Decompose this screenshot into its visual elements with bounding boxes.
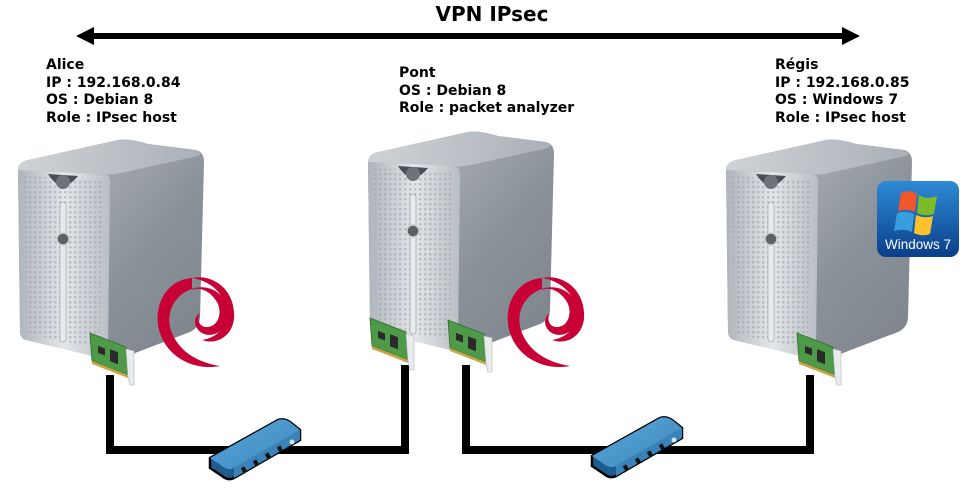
alice-role: Role : IPsec host <box>46 109 177 126</box>
regis-ip: IP : 192.168.0.85 <box>775 74 910 91</box>
regis-os: OS : Windows 7 <box>775 92 899 108</box>
alice-name: Alice <box>46 57 85 73</box>
alice-ip: IP : 192.168.0.84 <box>46 74 181 91</box>
server-pont <box>367 130 555 353</box>
pont-role: Role : packet analyzer <box>399 100 575 116</box>
host-label-alice: Alice IP : 192.168.0.84 OS : Debian 8 Ro… <box>46 57 180 127</box>
host-label-pont: Pont OS : Debian 8 Role : packet analyze… <box>399 65 574 118</box>
server-alice <box>17 138 205 361</box>
regis-name: Régis <box>775 57 819 73</box>
windows-logo-text: Windows 7 <box>885 237 951 252</box>
pont-os: OS : Debian 8 <box>399 82 507 99</box>
vpn-double-arrow <box>76 27 860 45</box>
arrow-head-left <box>76 27 94 45</box>
alice-os: OS : Debian 8 <box>46 92 154 108</box>
diagram-title: VPN IPsec <box>0 0 962 28</box>
regis-role: Role : IPsec host <box>775 109 906 126</box>
title-text: VPN IPsec <box>435 2 549 26</box>
pont-name: Pont <box>399 65 436 81</box>
arrow-head-right <box>842 27 860 45</box>
windows-7-logo-icon: Windows 7 <box>877 181 959 257</box>
host-label-regis: Régis IP : 192.168.0.85 OS : Windows 7 R… <box>775 57 909 127</box>
